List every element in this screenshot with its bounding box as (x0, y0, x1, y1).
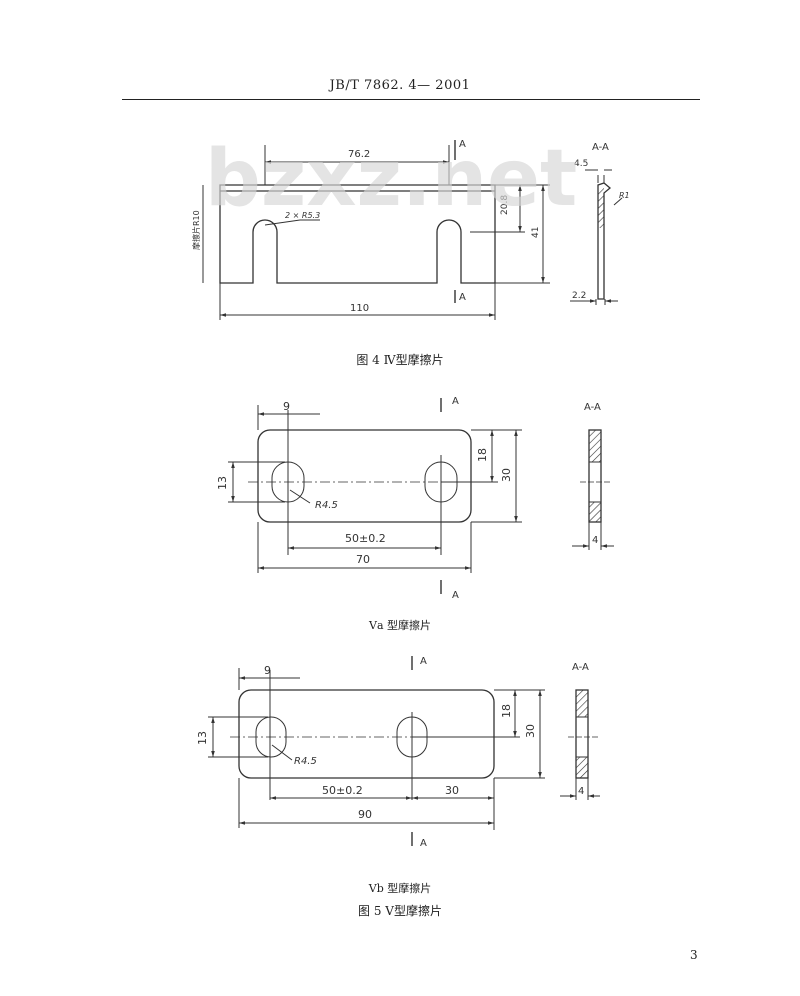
vb-dim-18: 18 (500, 704, 513, 718)
page-number: 3 (690, 948, 698, 962)
fig4-section-d2: 2.2 (572, 291, 586, 301)
figure-vb-drawing (208, 656, 600, 846)
vb-dim-width: 90 (358, 808, 372, 821)
figure-vb-labels: A A 9 13 R4.5 50±0.2 30 90 18 30 A-A 4 (196, 656, 589, 849)
vb-dim-9: 9 (264, 664, 271, 677)
va-section-title: A-A (584, 402, 601, 413)
va-cut-mark-bottom: A (452, 590, 459, 601)
va-dim-9: 9 (283, 400, 290, 413)
header-rule (122, 99, 700, 100)
page-header: JB/T 7862. 4— 2001 (329, 78, 471, 93)
fig4-section-d1: 4.5 (574, 159, 588, 169)
figure-4-labels: A A 76.2 110 2 × R5.3 20.8 41 摩擦片R10 A-A… (191, 139, 630, 314)
fig4-section-radius: R1 (619, 191, 630, 200)
va-dim-30: 30 (500, 468, 513, 482)
fig4-dim-left: 摩擦片R10 (191, 210, 201, 250)
vb-dim-13: 13 (196, 731, 209, 745)
figure-4-drawing (202, 140, 623, 320)
fig4-cut-mark-bottom: A (459, 292, 466, 303)
fig4-dim-h1: 20.8 (500, 195, 510, 215)
vb-section-t: 4 (578, 786, 584, 797)
watermark: bzxz.net (205, 134, 577, 224)
va-dim-13: 13 (216, 476, 229, 490)
va-cut-mark-top: A (452, 396, 459, 407)
vb-dim-radius: R4.5 (294, 756, 317, 767)
figure-va-drawing (228, 398, 614, 594)
va-dim-pitch: 50±0.2 (345, 532, 386, 545)
fig4-cut-mark-top: A (459, 139, 466, 150)
fig4-dim-h2: 41 (531, 227, 541, 238)
vb-dim-pitch: 50±0.2 (322, 784, 363, 797)
va-dim-width: 70 (356, 553, 370, 566)
vb-dim-30-vertical: 30 (524, 724, 537, 738)
figure-vb-caption: Ⅴb 型摩擦片 (368, 882, 432, 895)
fig4-dim-top: 76.2 (348, 149, 370, 160)
vb-cut-mark-top: A (420, 656, 427, 667)
vb-section-title: A-A (572, 662, 589, 673)
fig4-section-title: A-A (592, 142, 609, 153)
fig4-dim-slot: 2 × R5.3 (285, 211, 320, 220)
figure-va-caption: Ⅴa 型摩擦片 (369, 619, 431, 632)
va-section-t: 4 (592, 535, 598, 546)
figure-5-caption: 图 5 Ⅴ型摩擦片 (358, 904, 442, 918)
figure-va-labels: A A 9 13 R4.5 50±0.2 70 18 30 A-A 4 (216, 396, 601, 601)
figure-4-caption: 图 4 Ⅳ型摩擦片 (356, 353, 444, 367)
vb-dim-30-horizontal: 30 (445, 784, 459, 797)
va-dim-radius: R4.5 (315, 500, 338, 511)
fig4-dim-width: 110 (350, 303, 369, 314)
vb-cut-mark-bottom: A (420, 838, 427, 849)
va-dim-18: 18 (476, 448, 489, 462)
